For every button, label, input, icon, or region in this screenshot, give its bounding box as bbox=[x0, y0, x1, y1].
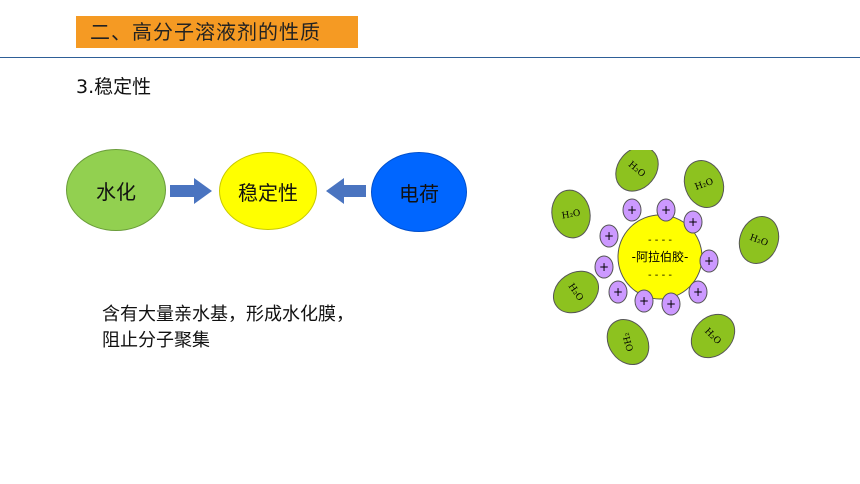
arrow-right-icon bbox=[170, 178, 212, 204]
water-molecule: H₂O bbox=[683, 160, 725, 208]
svg-text:+: + bbox=[604, 229, 614, 243]
description: 含有大量亲水基，形成水化膜， 阻止分子聚集 bbox=[102, 302, 354, 354]
svg-text:+: + bbox=[666, 297, 676, 311]
positive-charge: + bbox=[688, 280, 708, 304]
hydration-label: 水化 bbox=[96, 179, 136, 204]
arrow-left-icon bbox=[326, 178, 366, 204]
svg-text:+: + bbox=[639, 294, 649, 308]
section-title: 二、高分子溶液剂的性质 bbox=[76, 16, 358, 48]
svg-text:+: + bbox=[704, 254, 714, 268]
charge-node: 电荷 bbox=[371, 152, 467, 232]
svg-text:+: + bbox=[693, 285, 703, 299]
gum-arabic-diagram: H₂O H₂O H₂O H₂O H₂O OH₂ H₂O - - - - -阿拉伯… bbox=[551, 150, 780, 365]
subtitle: 3.稳定性 bbox=[76, 76, 152, 98]
svg-text:+: + bbox=[613, 285, 623, 299]
water-label: H₂O bbox=[561, 208, 581, 221]
water-molecule: OH₂ bbox=[606, 319, 650, 365]
stability-label: 稳定性 bbox=[238, 180, 298, 205]
svg-text:+: + bbox=[627, 203, 637, 217]
positive-charge: + bbox=[699, 249, 719, 273]
svg-text:+: + bbox=[688, 215, 698, 229]
positive-charge: + bbox=[594, 255, 614, 279]
water-molecule: H₂O bbox=[551, 189, 591, 239]
core-label: -阿拉伯胶- bbox=[632, 249, 689, 264]
water-molecule: H₂O bbox=[690, 313, 736, 359]
positive-charge: + bbox=[599, 224, 619, 248]
charge-label: 电荷 bbox=[399, 181, 439, 206]
positive-charge: + bbox=[608, 280, 628, 304]
core-dashes-top: - - - - bbox=[648, 235, 672, 246]
water-label: OH₂ bbox=[622, 331, 637, 352]
water-molecule: H₂O bbox=[615, 150, 659, 192]
svg-text:+: + bbox=[661, 203, 671, 217]
positive-charge: + bbox=[634, 289, 654, 313]
positive-charge: + bbox=[656, 198, 676, 222]
header-divider bbox=[0, 57, 860, 58]
positive-charge: + bbox=[683, 210, 703, 234]
core-dashes-bottom: - - - - bbox=[648, 270, 672, 281]
stability-node: 稳定性 bbox=[219, 152, 317, 230]
positive-charge: + bbox=[661, 292, 681, 316]
description-line-1: 含有大量亲水基，形成水化膜， bbox=[102, 304, 354, 325]
water-molecule: H₂O bbox=[553, 270, 599, 314]
svg-text:+: + bbox=[599, 260, 609, 274]
positive-charge: + bbox=[622, 198, 642, 222]
hydration-node: 水化 bbox=[66, 149, 166, 231]
description-line-2: 阻止分子聚集 bbox=[102, 330, 210, 351]
water-molecule: H₂O bbox=[738, 216, 780, 264]
